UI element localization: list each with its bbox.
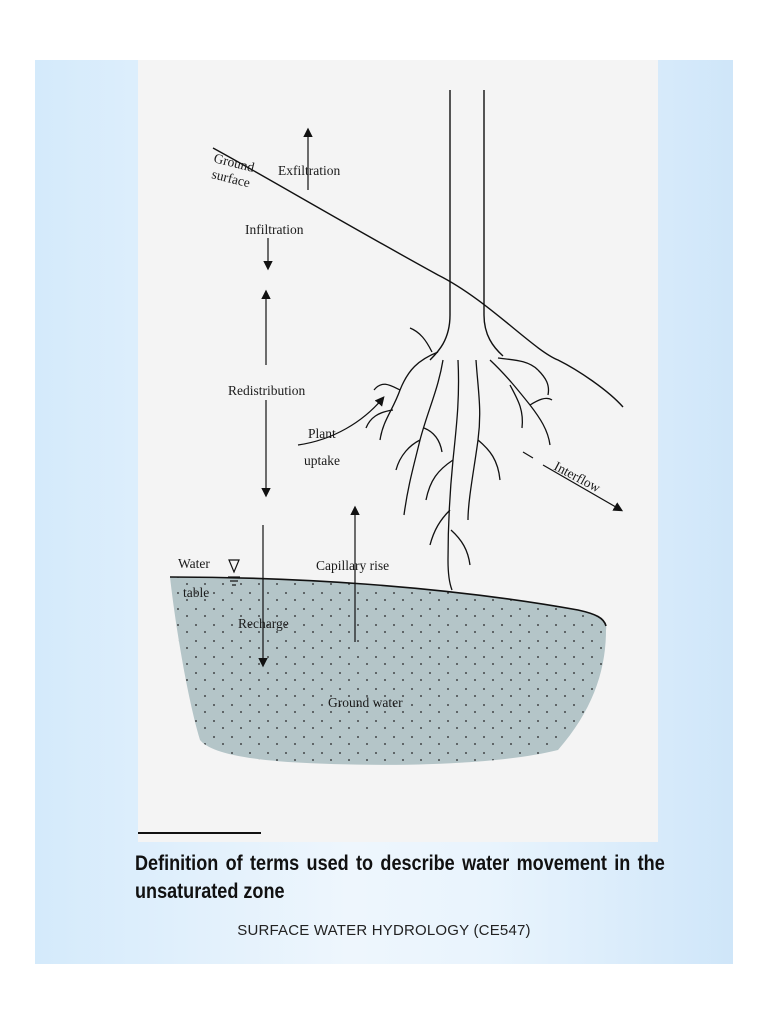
infiltration-label: Infiltration bbox=[245, 222, 304, 237]
tree-trunk bbox=[429, 90, 451, 361]
diagram-figure: Ground surface Exfiltration Infiltration… bbox=[138, 60, 658, 842]
figure-caption: Definition of terms used to describe wat… bbox=[135, 852, 665, 903]
water-table-label-1: Water bbox=[178, 556, 210, 571]
water-table-symbol bbox=[228, 559, 240, 586]
course-footer: SURFACE WATER HYDROLOGY (CE547) bbox=[237, 922, 531, 939]
interflow-arrow bbox=[522, 451, 621, 510]
tree-roots bbox=[365, 327, 553, 591]
redistribution-label: Redistribution bbox=[228, 383, 305, 398]
water-movement-diagram: Ground surface Exfiltration Infiltration… bbox=[169, 90, 658, 765]
exfiltration-label: Exfiltration bbox=[278, 163, 340, 178]
recharge-label: Recharge bbox=[238, 616, 289, 631]
plant-uptake-label-2: uptake bbox=[304, 453, 340, 468]
plant-uptake-label-1: Plant bbox=[308, 426, 336, 441]
capillary-rise-label: Capillary rise bbox=[316, 558, 389, 573]
water-table-label-2: table bbox=[183, 585, 209, 600]
caption-rule bbox=[138, 832, 261, 834]
ground-water-label: Ground water bbox=[328, 695, 403, 710]
plant-uptake-arrow bbox=[297, 396, 385, 446]
water-table-line bbox=[169, 576, 607, 627]
slide: Ground surface Exfiltration Infiltration… bbox=[35, 60, 733, 964]
ground-surface-line bbox=[212, 147, 624, 408]
interflow-label: Interflow bbox=[552, 458, 604, 495]
